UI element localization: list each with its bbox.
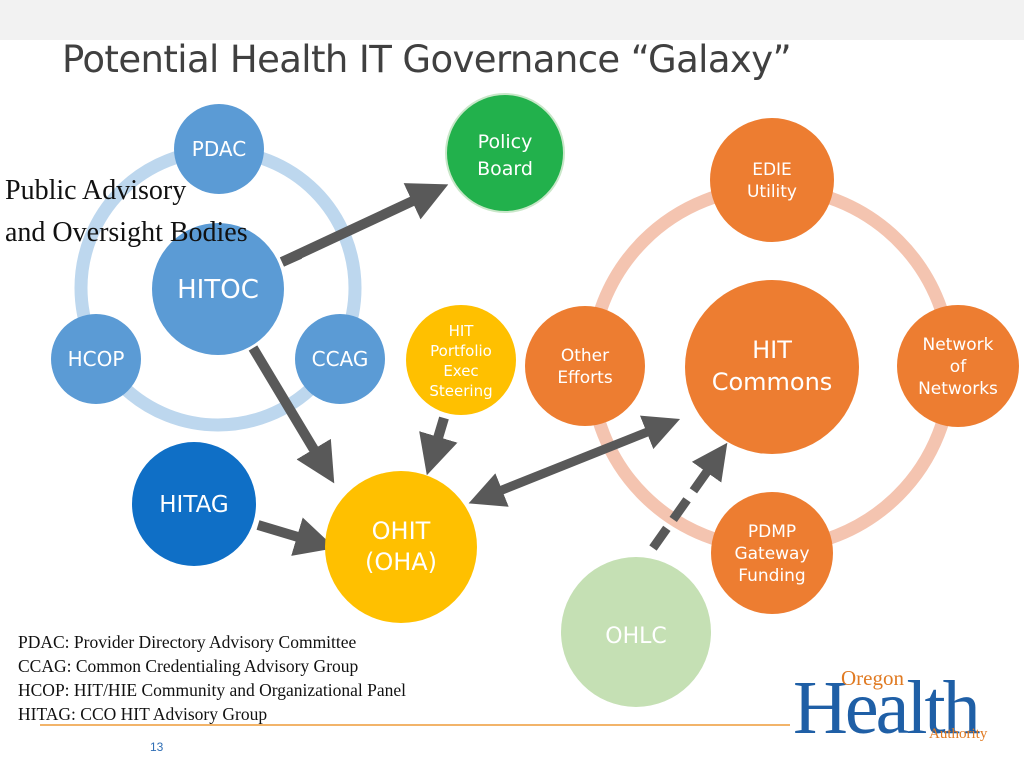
svg-text:PDMP: PDMP (748, 522, 796, 542)
node-policy-board: Policy Board (445, 93, 565, 213)
public-advisory-label-line2: and Oversight Bodies (5, 217, 248, 248)
svg-text:Portfolio: Portfolio (430, 342, 492, 360)
svg-text:Commons: Commons (712, 368, 833, 396)
public-advisory-label: Public Advisory and Oversight Bodies (5, 170, 248, 254)
node-network-of-networks: Network of Networks (897, 305, 1019, 427)
legend-item: HCOP: HIT/HIE Community and Organization… (18, 680, 407, 700)
node-ccag: CCAG (295, 314, 385, 404)
node-hit-commons: HIT Commons (685, 280, 859, 454)
arrow-hitag-to-ohit (256, 517, 336, 556)
acronym-legend: PDAC: Provider Directory Advisory Commit… (18, 630, 406, 726)
arrow-hitoc-to-policy-board-overlay (279, 249, 303, 267)
logo-authority-text: Authority (929, 726, 988, 742)
svg-text:Networks: Networks (918, 379, 998, 399)
svg-text:OHIT: OHIT (372, 517, 431, 545)
svg-text:Network: Network (923, 335, 994, 355)
arrow-hitoc-to-policy-board (279, 183, 449, 267)
node-ohlc: OHLC (561, 557, 711, 707)
node-pdmp-gateway-funding: PDMP Gateway Funding (711, 492, 833, 614)
node-pdac: PDAC (174, 104, 264, 194)
dashed-arrow-ohlc-to-hit-commons (649, 442, 728, 551)
svg-text:Funding: Funding (738, 566, 805, 586)
svg-text:HITAG: HITAG (159, 492, 229, 518)
node-other-efforts: Other Efforts (525, 306, 645, 426)
svg-text:Steering: Steering (429, 382, 492, 400)
svg-text:Utility: Utility (747, 182, 797, 202)
svg-text:HIT: HIT (449, 322, 475, 340)
node-hitoc: HITOC (152, 223, 284, 355)
node-hitag: HITAG (132, 442, 256, 566)
svg-text:of: of (950, 357, 967, 377)
node-hit-portfolio-exec-steering: HIT Portfolio Exec Steering (406, 305, 516, 415)
svg-text:Other: Other (561, 346, 609, 366)
svg-text:PDAC: PDAC (192, 137, 246, 161)
svg-text:EDIE: EDIE (752, 160, 792, 180)
svg-text:Exec: Exec (443, 362, 478, 380)
oregon-health-authority-logo: Health Oregon Authority (793, 666, 1003, 750)
legend-item: PDAC: Provider Directory Advisory Commit… (18, 632, 357, 652)
public-advisory-label-line1: Public Advisory (5, 175, 187, 206)
arrow-hitoc-to-ohit (248, 345, 335, 484)
svg-text:Policy: Policy (478, 131, 533, 153)
svg-text:HIT: HIT (752, 336, 792, 364)
node-ohit: OHIT (OHA) (325, 471, 477, 623)
svg-text:Board: Board (477, 158, 533, 180)
logo-oregon-text: Oregon (841, 666, 904, 690)
svg-text:HITOC: HITOC (177, 275, 259, 305)
svg-text:OHLC: OHLC (605, 624, 666, 649)
logo-health-text: Health (793, 666, 981, 750)
footer-divider (40, 724, 790, 726)
node-edie-utility: EDIE Utility (710, 118, 834, 242)
svg-text:HCOP: HCOP (68, 347, 125, 371)
svg-text:(OHA): (OHA) (365, 548, 437, 576)
arrow-ohit-hit-commons-bidirectional (468, 415, 681, 507)
node-hcop: HCOP (51, 314, 141, 404)
top-bar (0, 0, 1024, 40)
svg-text:CCAG: CCAG (312, 347, 369, 371)
legend-item: HITAG: CCO HIT Advisory Group (18, 704, 268, 724)
page-title: Potential Health IT Governance “Galaxy” (62, 38, 792, 81)
page-number: 13 (150, 740, 164, 754)
svg-text:Efforts: Efforts (557, 368, 613, 388)
svg-text:Gateway: Gateway (734, 544, 809, 564)
arrow-portfolio-to-ohit (419, 416, 458, 476)
legend-item: CCAG: Common Credentialing Advisory Grou… (18, 656, 359, 676)
